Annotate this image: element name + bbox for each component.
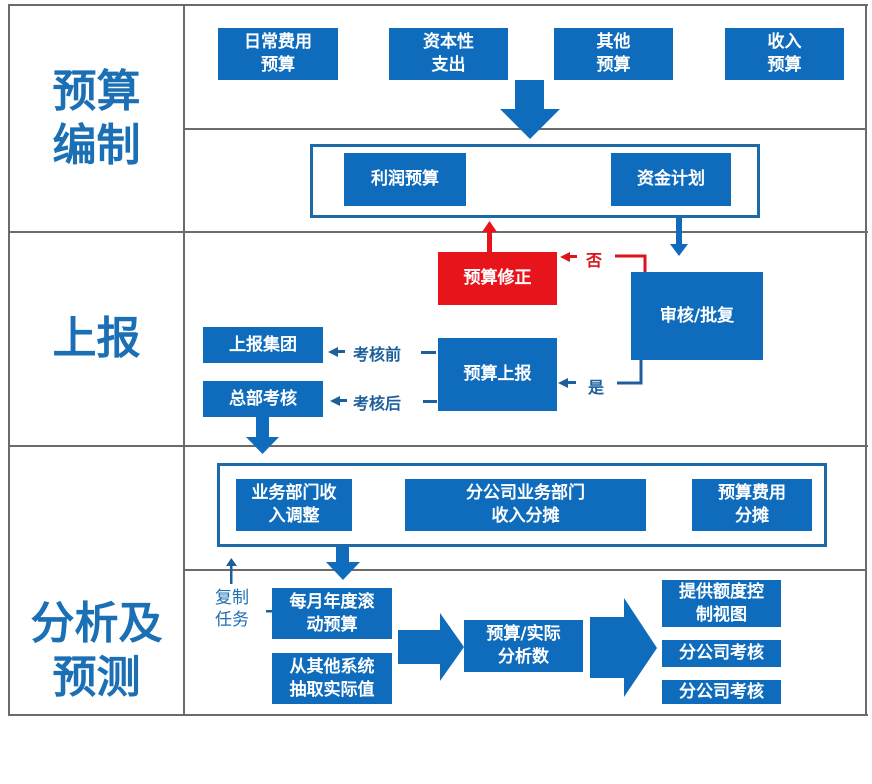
grid-row-divider-1 [8,231,868,233]
stage-label-report: 上报 [52,313,141,364]
result-box-quota-view: 提供额度控 制视图 [662,580,781,627]
connector-layer [226,80,688,697]
connector-yes-path [617,358,643,385]
grid-sub-divider-analysis [183,569,867,571]
result-box-branch-assess-1: 分公司考核 [662,640,781,667]
rolling-budget-box: 每月年度滚 动预算 [272,588,392,639]
correction-box: 预算修正 [438,252,557,305]
analysis-number-box: 预算/实际 分析数 [464,620,583,672]
adjustments-frame [217,463,827,547]
connector-no-path [615,254,647,272]
review-box: 审核/批复 [631,272,763,360]
stage-label-analysis: 分析及 预测 [30,597,163,703]
copy-task-label: 复制 任务 [215,588,249,630]
arrow-left-after-icon [330,396,340,406]
extract-actuals-box: 从其他系统 抽取实际值 [272,653,392,704]
input-box-capital-expenditure: 资本性 支出 [389,28,508,80]
output-box-profit-budget: 利润预算 [344,153,466,206]
yes-label: 是 [588,378,605,397]
arrow-up-copy-icon [226,558,237,566]
before-assess-label: 考核前 [353,345,402,364]
connector-plan-to-review [676,216,682,246]
grid-top-border [8,4,868,6]
arrow-down-review-icon [670,244,688,256]
adjust-box-dept-revenue: 业务部门收 入调整 [236,479,352,531]
grid-bottom-border [8,714,868,716]
result-box-branch-assess-2: 分公司考核 [662,680,781,704]
grid-right-border [865,4,867,716]
arrow-down-hq-icon [246,437,279,454]
output-box-funding-plan: 资金计划 [611,153,731,206]
report-group-box: 上报集团 [203,327,323,363]
arrow-left-before-icon [328,347,338,357]
input-box-revenue-budget: 收入 预算 [725,28,844,80]
after-assess-label: 考核后 [353,394,402,413]
grid-stage-divider [183,4,185,716]
big-down-arrow-icon [500,80,560,139]
arrow-left-yes-icon [558,378,568,388]
arrow-up-correction-icon [482,221,497,232]
arrow-left-no-icon [560,252,570,262]
stage-label-compile: 预算 编制 [52,65,141,171]
grid-left-border [8,4,10,716]
input-box-other-budget: 其他 预算 [554,28,673,80]
outputs-frame [310,144,760,218]
connector-hq-down [256,416,269,440]
arrow-down-adjust-icon [326,562,360,580]
grid-row-divider-2 [8,445,868,447]
big-right-arrow-icon [590,598,657,697]
connector-correction-up [487,230,492,252]
submit-box: 预算上报 [438,338,557,411]
input-box-daily-expense: 日常费用 预算 [218,28,338,80]
right-arrow-analysis-icon [398,613,464,681]
adjust-box-expense-allocation: 预算费用 分摊 [692,479,812,531]
no-label: 否 [586,251,603,270]
hq-assess-box: 总部考核 [203,381,323,417]
adjust-box-branch-revenue: 分公司业务部门 收入分摊 [405,479,646,531]
connector-adjust-down [336,546,349,564]
